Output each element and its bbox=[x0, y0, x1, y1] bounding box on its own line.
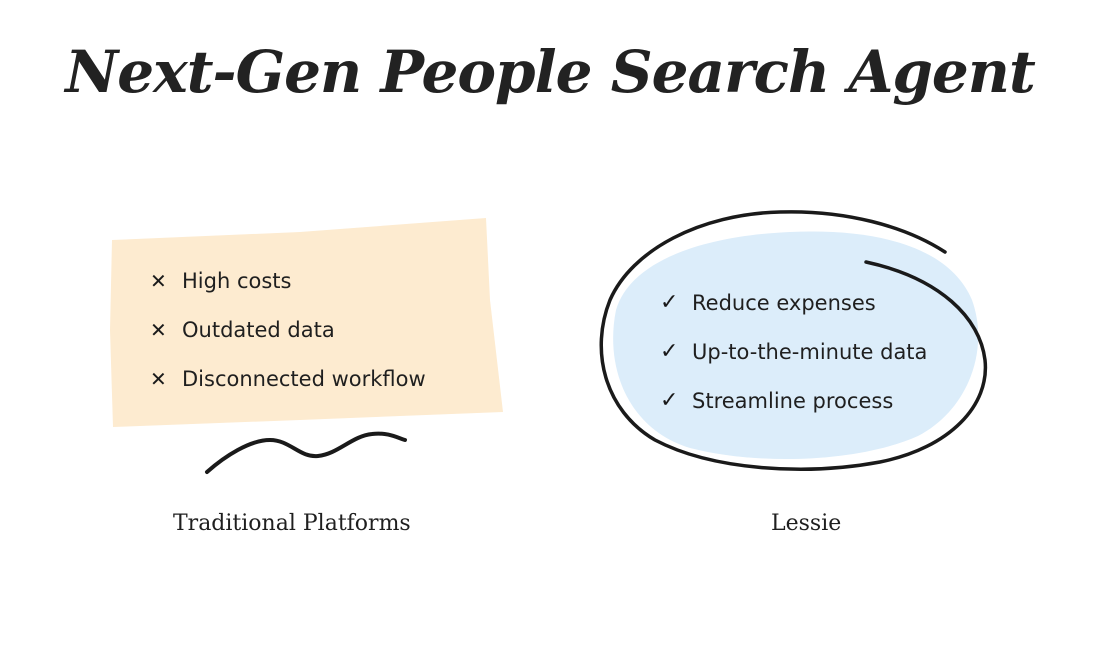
lessie-caption: Lessie bbox=[771, 511, 842, 536]
list-item: ✓ Streamline process bbox=[660, 376, 927, 425]
x-mark-icon: ✕ bbox=[150, 366, 167, 391]
list-item-label: Streamline process bbox=[692, 388, 894, 413]
traditional-card-background bbox=[110, 218, 503, 427]
traditional-drawbacks-list: ✕ High costs ✕ Outdated data ✕ Disconnec… bbox=[150, 256, 426, 403]
x-mark-icon: ✕ bbox=[150, 268, 167, 293]
list-item-label: Outdated data bbox=[182, 317, 335, 342]
list-item: ✕ Outdated data bbox=[150, 305, 426, 354]
list-item: ✕ Disconnected workflow bbox=[150, 354, 426, 403]
traditional-platforms-caption: Traditional Platforms bbox=[173, 511, 411, 536]
squiggle-line bbox=[205, 431, 407, 474]
list-item: ✓ Reduce expenses bbox=[660, 278, 927, 327]
lessie-loop-outline bbox=[599, 210, 988, 471]
x-mark-icon: ✕ bbox=[150, 317, 167, 342]
list-item-label: Disconnected workflow bbox=[182, 366, 426, 391]
list-item-label: Up-to-the-minute data bbox=[692, 339, 928, 364]
check-mark-icon: ✓ bbox=[660, 339, 679, 364]
lessie-blob-background bbox=[613, 231, 979, 460]
check-mark-icon: ✓ bbox=[660, 290, 679, 315]
page-title: Next-Gen People Search Agent bbox=[65, 38, 1036, 106]
list-item: ✓ Up-to-the-minute data bbox=[660, 327, 927, 376]
list-item: ✕ High costs bbox=[150, 256, 426, 305]
lessie-benefits-list: ✓ Reduce expenses ✓ Up-to-the-minute dat… bbox=[660, 278, 927, 425]
list-item-label: High costs bbox=[182, 268, 292, 293]
list-item-label: Reduce expenses bbox=[692, 290, 876, 315]
check-mark-icon: ✓ bbox=[660, 388, 679, 413]
